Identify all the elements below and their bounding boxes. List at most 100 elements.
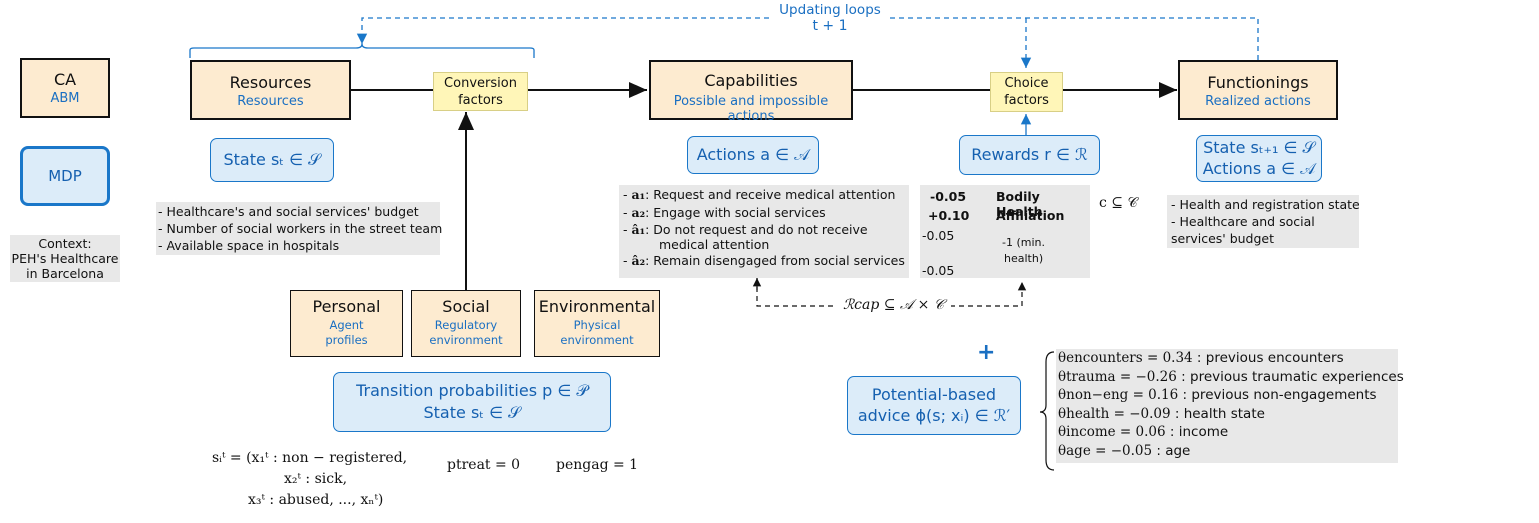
theta-item: θencounters = 0.34 : previous encounters <box>1058 349 1396 368</box>
legend-mdp-label: MDP <box>48 167 82 185</box>
social-box: Social Regulatory environment <box>411 290 521 357</box>
transition-line: Transition probabilities p ∈ 𝒫 <box>356 381 588 400</box>
state-box-label: State sₜ ∈ 𝒮 <box>223 150 321 169</box>
context-line: in Barcelona <box>26 266 104 281</box>
p-treat-label: ptreat = 0 <box>447 457 521 473</box>
rcap-loop-right <box>950 282 1027 307</box>
state-formula-line: x₃ᵗ : abused, ..., xₙᵗ) <box>248 492 384 508</box>
rewards-box-label: Rewards r ∈ ℛ <box>971 145 1088 164</box>
conversion-factors-box: Conversion factors <box>433 72 528 111</box>
functioning-item: services' budget <box>1171 231 1275 246</box>
theta-label: : previous traumatic experiences <box>1176 368 1404 385</box>
rcap-loop-path <box>756 278 835 307</box>
action-item: - a₁: Request and receive medical attent… <box>623 187 896 202</box>
legend-ca-title: CA <box>53 70 77 89</box>
reward-label: -1 (min. <box>1002 236 1045 249</box>
theta-formula: θhealth = −0.09 <box>1058 405 1171 422</box>
state-formula-line: sᵢᵗ = (x₁ᵗ : non − registered, <box>212 450 408 466</box>
transition-box: Transition probabilities p ∈ 𝒫 State sₜ … <box>333 372 611 432</box>
advice-formula-line: advice ϕ(s; xᵢ) ∈ ℛ′ <box>857 406 1011 425</box>
action-text: : Remain disengaged from social services <box>645 253 905 268</box>
theta-formula: θtrauma = −0.26 <box>1058 368 1177 385</box>
conversion-line: factors <box>458 93 503 108</box>
updating-loops-t: t + 1 <box>812 18 848 34</box>
theta-item: θhealth = −0.09 : health state <box>1058 405 1396 424</box>
state-formula-line: x₂ᵗ : sick, <box>284 471 348 487</box>
theta-label: : age <box>1152 442 1191 459</box>
functionings-title: Functionings <box>1207 73 1309 92</box>
theta-label: : previous encounters <box>1192 350 1344 366</box>
theta-brace <box>1039 351 1055 471</box>
next-state-box: State sₜ₊₁ ∈ 𝒮 Actions a ∈ 𝒜 <box>1196 135 1322 182</box>
resource-list: - Healthcare's and social services' budg… <box>156 202 443 255</box>
capabilities-subtitle: Possible and impossible actions <box>673 94 829 124</box>
resource-item: - Number of social workers in the street… <box>158 221 443 236</box>
personal-title: Personal <box>312 297 381 316</box>
reward-label: health) <box>1004 252 1044 265</box>
rewards-box: Rewards r ∈ ℛ <box>959 135 1100 175</box>
actions-box: Actions a ∈ 𝒜 <box>687 136 819 174</box>
c-subset-label: c ⊆ 𝒞 <box>1099 195 1138 211</box>
choice-line: Choice <box>1004 76 1049 91</box>
resources-bracket <box>189 43 535 58</box>
environmental-subtitle: environment <box>560 333 634 347</box>
resource-item: - Available space in hospitals <box>158 238 340 253</box>
conversion-line: Conversion <box>444 76 517 91</box>
next-actions-line: Actions a ∈ 𝒜 <box>1202 159 1316 178</box>
context-line: PEH's Healthcare <box>11 251 119 266</box>
legend-abm-subtitle: ABM <box>50 91 80 106</box>
theta-formula: θnon−eng = 0.16 <box>1058 387 1179 404</box>
p-engag-label: pengag = 1 <box>556 457 639 473</box>
functioning-item: - Health and registration state <box>1171 197 1360 212</box>
social-subtitle: Regulatory <box>434 318 498 332</box>
functionings-box: Functionings Realized actions <box>1178 60 1338 120</box>
advice-line: Potential-based <box>871 385 997 404</box>
action-text: medical attention <box>659 237 770 252</box>
action-item: - â₁: Do not request and do not receive <box>623 222 868 237</box>
action-text: : Do not request and do not receive <box>645 222 868 237</box>
resource-item: - Healthcare's and social services' budg… <box>158 204 419 219</box>
advice-box: Potential-based advice ϕ(s; xᵢ) ∈ ℛ′ <box>847 376 1021 435</box>
rcap-label: ℛcap ⊆ 𝒜 × 𝒞 <box>836 297 951 313</box>
state-formula: sᵢᵗ = (x₁ᵗ : non − registered, x₂ᵗ : sic… <box>212 448 432 511</box>
action-item: - a₂: Engage with social services <box>623 205 826 220</box>
next-state-line: State sₜ₊₁ ∈ 𝒮 <box>1203 138 1315 157</box>
updating-loops-label: Updating loops t + 1 <box>770 2 890 34</box>
choice-factors-box: Choice factors <box>990 72 1063 112</box>
social-title: Social <box>442 297 490 316</box>
legend-ca-box: CA ABM <box>20 58 110 118</box>
social-subtitle: environment <box>429 333 503 347</box>
legend-mdp-box: MDP <box>20 146 110 206</box>
functionings-subtitle: Realized actions <box>1205 94 1311 109</box>
personal-subtitle: Agent <box>329 318 364 332</box>
theta-formula: θencounters = 0.34 <box>1058 350 1193 366</box>
theta-item: θincome = 0.06 : income <box>1058 423 1396 442</box>
theta-label: : income <box>1165 424 1229 441</box>
actions-box-label: Actions a ∈ 𝒜 <box>696 145 810 164</box>
reward-value: +0.10 <box>928 208 970 223</box>
resources-subtitle: Resources <box>237 94 304 109</box>
action-text: : Request and receive medical attention <box>645 187 896 202</box>
capabilities-title: Capabilities <box>704 71 798 90</box>
choice-line: factors <box>1004 93 1049 108</box>
theta-formula: θage = −0.05 <box>1058 442 1153 459</box>
action-symbol: â₁ <box>631 222 646 237</box>
functioning-list: - Health and registration state - Health… <box>1167 195 1360 248</box>
theta-label: : health state <box>1170 405 1265 422</box>
capabilities-box: Capabilities Possible and impossible act… <box>649 60 853 124</box>
action-item: medical attention <box>623 237 905 252</box>
state-box: State sₜ ∈ 𝒮 <box>210 138 334 182</box>
reward-table: -0.05 Bodily Health +0.10 Affiliation -0… <box>920 185 1090 278</box>
updating-loops-text: Updating loops <box>779 2 881 18</box>
plus-sign: + <box>977 340 996 365</box>
personal-subtitle: profiles <box>325 333 368 347</box>
action-symbol: a₂ <box>631 205 646 220</box>
action-item: - â₂: Remain disengaged from social serv… <box>623 253 905 268</box>
resources-box: Resources Resources <box>190 60 351 120</box>
reward-value: -0.05 <box>922 228 955 243</box>
functioning-item: - Healthcare and social <box>1171 214 1315 229</box>
action-symbol: a₁ <box>631 187 646 202</box>
transition-state-line: State sₜ ∈ 𝒮 <box>423 403 521 422</box>
reward-label: Bodily Health <box>996 189 1043 219</box>
context-line: Context: <box>38 236 92 251</box>
